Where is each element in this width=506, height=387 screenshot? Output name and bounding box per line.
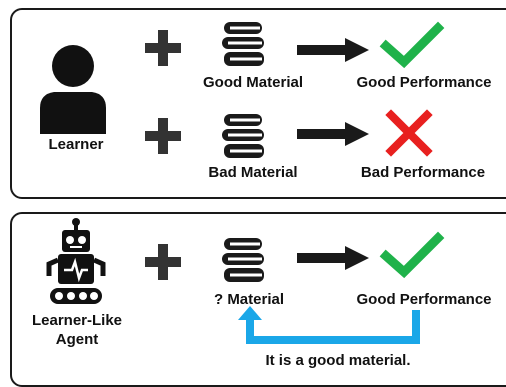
good-material-label: Good Material [202, 74, 303, 91]
unknown-material-label: ? Material [213, 291, 285, 308]
agent-label-line1: Learner-Like [31, 312, 123, 329]
feedback-arrow-icon [238, 306, 420, 344]
agent-label-line2: Agent [55, 331, 99, 348]
plus-icon [145, 244, 181, 280]
arrow-right-icon [297, 38, 369, 62]
book-stack-icon [222, 238, 264, 282]
bad-material-label: Bad Material [208, 164, 298, 181]
learner-label: Learner [48, 136, 104, 153]
arrow-right-icon [297, 122, 369, 146]
check-icon [379, 21, 445, 69]
check-icon [379, 231, 445, 279]
feedback-text: It is a good material. [265, 352, 411, 369]
arrow-right-icon [297, 246, 369, 270]
book-stack-icon [222, 114, 264, 158]
bad-performance-label: Bad Performance [360, 164, 486, 181]
plus-icon [145, 118, 181, 154]
learner-person-icon [40, 45, 106, 134]
good-performance-label: Good Performance [356, 74, 492, 91]
plus-icon [145, 30, 181, 66]
agent-good-performance-label: Good Performance [356, 291, 492, 308]
robot-agent-icon [46, 218, 106, 304]
cross-icon [385, 109, 433, 157]
book-stack-icon [222, 22, 264, 66]
